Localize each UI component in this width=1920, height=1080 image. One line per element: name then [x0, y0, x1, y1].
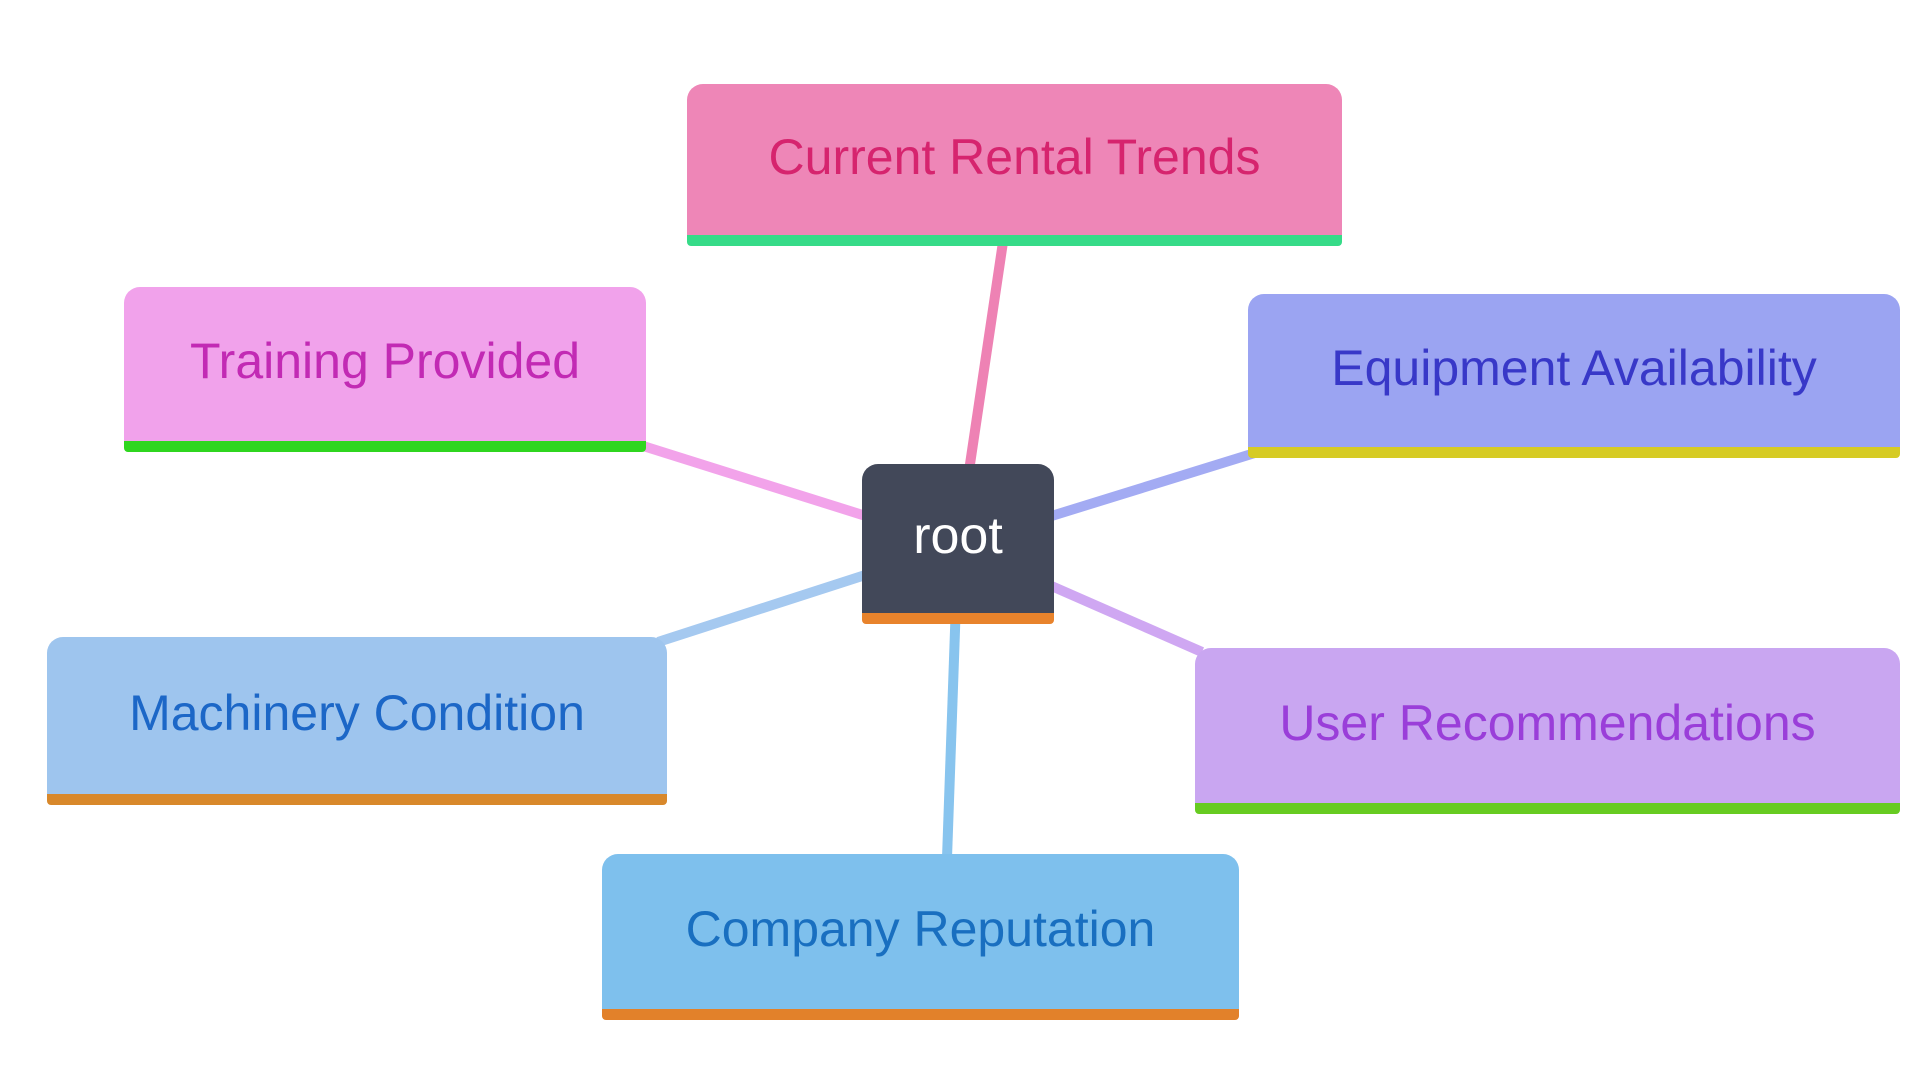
mindmap-node-root: root	[862, 464, 1054, 624]
node-label-current-rental-trends: Current Rental Trends	[768, 128, 1261, 185]
mindmap-node-machinery-condition: Machinery Condition	[47, 637, 667, 805]
node-label-company-reputation: Company Reputation	[685, 900, 1156, 957]
mindmap-node-company-reputation: Company Reputation	[602, 854, 1239, 1020]
node-label-root: root	[913, 506, 1003, 565]
mindmap-node-user-recommendations: User Recommendations	[1195, 648, 1900, 814]
node-label-machinery-condition: Machinery Condition	[129, 684, 585, 741]
mindmap-node-current-rental-trends: Current Rental Trends	[687, 84, 1342, 246]
mindmap-node-training-provided: Training Provided	[124, 287, 646, 452]
node-label-training-provided: Training Provided	[189, 333, 580, 389]
node-label-equipment-availability: Equipment Availability	[1331, 339, 1817, 396]
mindmap-node-equipment-availability: Equipment Availability	[1248, 294, 1900, 458]
node-label-user-recommendations: User Recommendations	[1279, 694, 1816, 751]
